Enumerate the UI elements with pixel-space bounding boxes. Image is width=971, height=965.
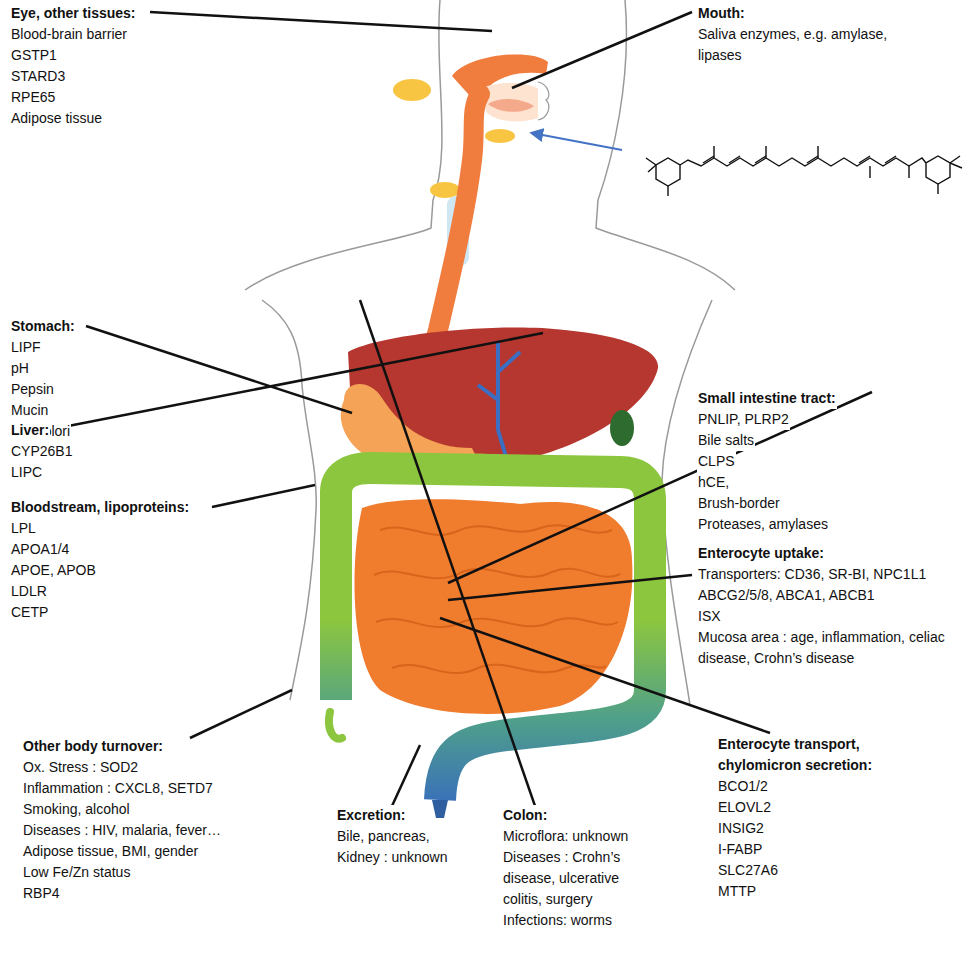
intestine-loops: [374, 525, 620, 673]
callout-item: MTTP: [717, 881, 757, 902]
callout-heading: Excretion:: [336, 805, 406, 826]
callout-item: LIPF: [10, 337, 42, 358]
callout-item: RPE65: [10, 87, 56, 108]
callout-item: APOE, APOB: [10, 560, 97, 581]
callout-item: ABCG2/5/8, ABCA1, ABCB1: [697, 585, 876, 606]
colon: [336, 468, 650, 800]
callout-item: STARD3: [10, 66, 66, 87]
callout-group: Bloodstream, lipoproteins:LPLAPOA1/4APOE…: [10, 497, 250, 623]
callout-item: Microflora: unknown: [502, 826, 629, 847]
callout-heading: Eye, other tissues:: [10, 3, 137, 24]
callout-group: Other body turnover:Ox. Stress : SOD2Inf…: [22, 736, 292, 904]
callout-heading: Liver:: [10, 420, 50, 441]
lips: [538, 82, 549, 120]
callout-item: Diseases : Crohn’s disease, ulcerative c…: [502, 847, 642, 910]
salivary-glands: [393, 79, 515, 198]
callout-heading: Small intestine tract:: [697, 388, 837, 409]
callout-item: SLC27A6: [717, 860, 779, 881]
callout-item: Infections: worms: [502, 910, 613, 931]
callout-item: Bile salts: [697, 430, 755, 451]
beta-carotene-structure: [646, 146, 962, 196]
callout-item: Mucin: [10, 400, 49, 421]
callout-item: PNLIP, PLRP2: [697, 409, 790, 430]
callout-heading: Other body turnover:: [22, 736, 164, 757]
callout-heading: Mouth:: [697, 3, 746, 24]
mouth-cavity: [482, 83, 540, 121]
callout-item: CLPS: [697, 451, 736, 472]
callout-item: Adipose tissue: [10, 108, 103, 129]
callout-item: I-FABP: [717, 839, 763, 860]
small-intestine: [355, 499, 633, 714]
callout-item: Inflammation : CXCL8, SETD7: [22, 778, 214, 799]
callout-item: LIPC: [10, 462, 43, 483]
leader-lines: [58, 12, 872, 806]
callout-item: Saliva enzymes, e.g. amylase, lipases: [697, 24, 912, 66]
callout-item: GSTP1: [10, 45, 58, 66]
rectum: [432, 800, 448, 818]
callout-item: Brush-border: [697, 493, 781, 514]
callout-item: Kidney : unknown: [336, 847, 449, 868]
callout-group: Enterocyte uptake:Transporters: CD36, SR…: [697, 543, 959, 669]
callout-item: Adipose tissue, BMI, gender: [22, 841, 199, 862]
callout-heading: Stomach:: [10, 316, 76, 337]
callout-heading: Enterocyte transport, chylomicron secret…: [717, 734, 897, 776]
callout-item: Diseases : HIV, malaria, fever…: [22, 820, 222, 841]
callout-item: Pepsin: [10, 379, 55, 400]
callout-item: ISX: [697, 606, 722, 627]
callout-item: INSIG2: [717, 818, 765, 839]
gallbladder: [610, 410, 634, 446]
callout-item: Ox. Stress : SOD2: [22, 757, 139, 778]
callout-item: Low Fe/Zn status: [22, 862, 131, 883]
callout-item: Proteases, amylases: [697, 514, 829, 535]
callout-group: Excretion:Bile, pancreas,Kidney : unknow…: [336, 805, 486, 868]
callout-item: APOA1/4: [10, 539, 70, 560]
callout-item: LPL: [10, 518, 37, 539]
callout-item: Bile, pancreas,: [336, 826, 431, 847]
callout-item: RBP4: [22, 883, 61, 904]
tongue: [488, 99, 534, 112]
callout-heading: Enterocyte uptake:: [697, 543, 825, 564]
callout-group: Eye, other tissues:Blood-brain barrierGS…: [10, 3, 240, 129]
appendix: [329, 712, 342, 739]
blood-vessels: [478, 342, 520, 470]
callout-item: pH: [10, 358, 30, 379]
callout-group: Enterocyte transport, chylomicron secret…: [717, 734, 897, 902]
callout-group: Colon:Microflora: unknownDiseases : Croh…: [502, 805, 642, 931]
callout-group: Mouth:Saliva enzymes, e.g. amylase, lipa…: [697, 3, 912, 66]
callout-item: Mucosa area : age, inflammation, celiac …: [697, 627, 959, 669]
callout-item: Blood-brain barrier: [10, 24, 128, 45]
callout-item: hCE,: [697, 472, 730, 493]
callout-heading: Bloodstream, lipoproteins:: [10, 497, 190, 518]
callout-heading: Colon:: [502, 805, 548, 826]
callout-item: CYP26B1: [10, 441, 73, 462]
callout-item: Smoking, alcohol: [22, 799, 131, 820]
callout-item: BCO1/2: [717, 776, 769, 797]
callout-group: Liver:CYP26B1LIPC: [10, 420, 160, 483]
callout-group: Small intestine tract:PNLIP, PLRP2Bile s…: [697, 388, 942, 535]
intake-arrow: [532, 133, 622, 150]
callout-item: ELOVL2: [717, 797, 772, 818]
callout-item: LDLR: [10, 581, 48, 602]
callout-item: Transporters: CD36, SR-BI, NPC1L1: [697, 564, 927, 585]
callout-item: CETP: [10, 602, 49, 623]
